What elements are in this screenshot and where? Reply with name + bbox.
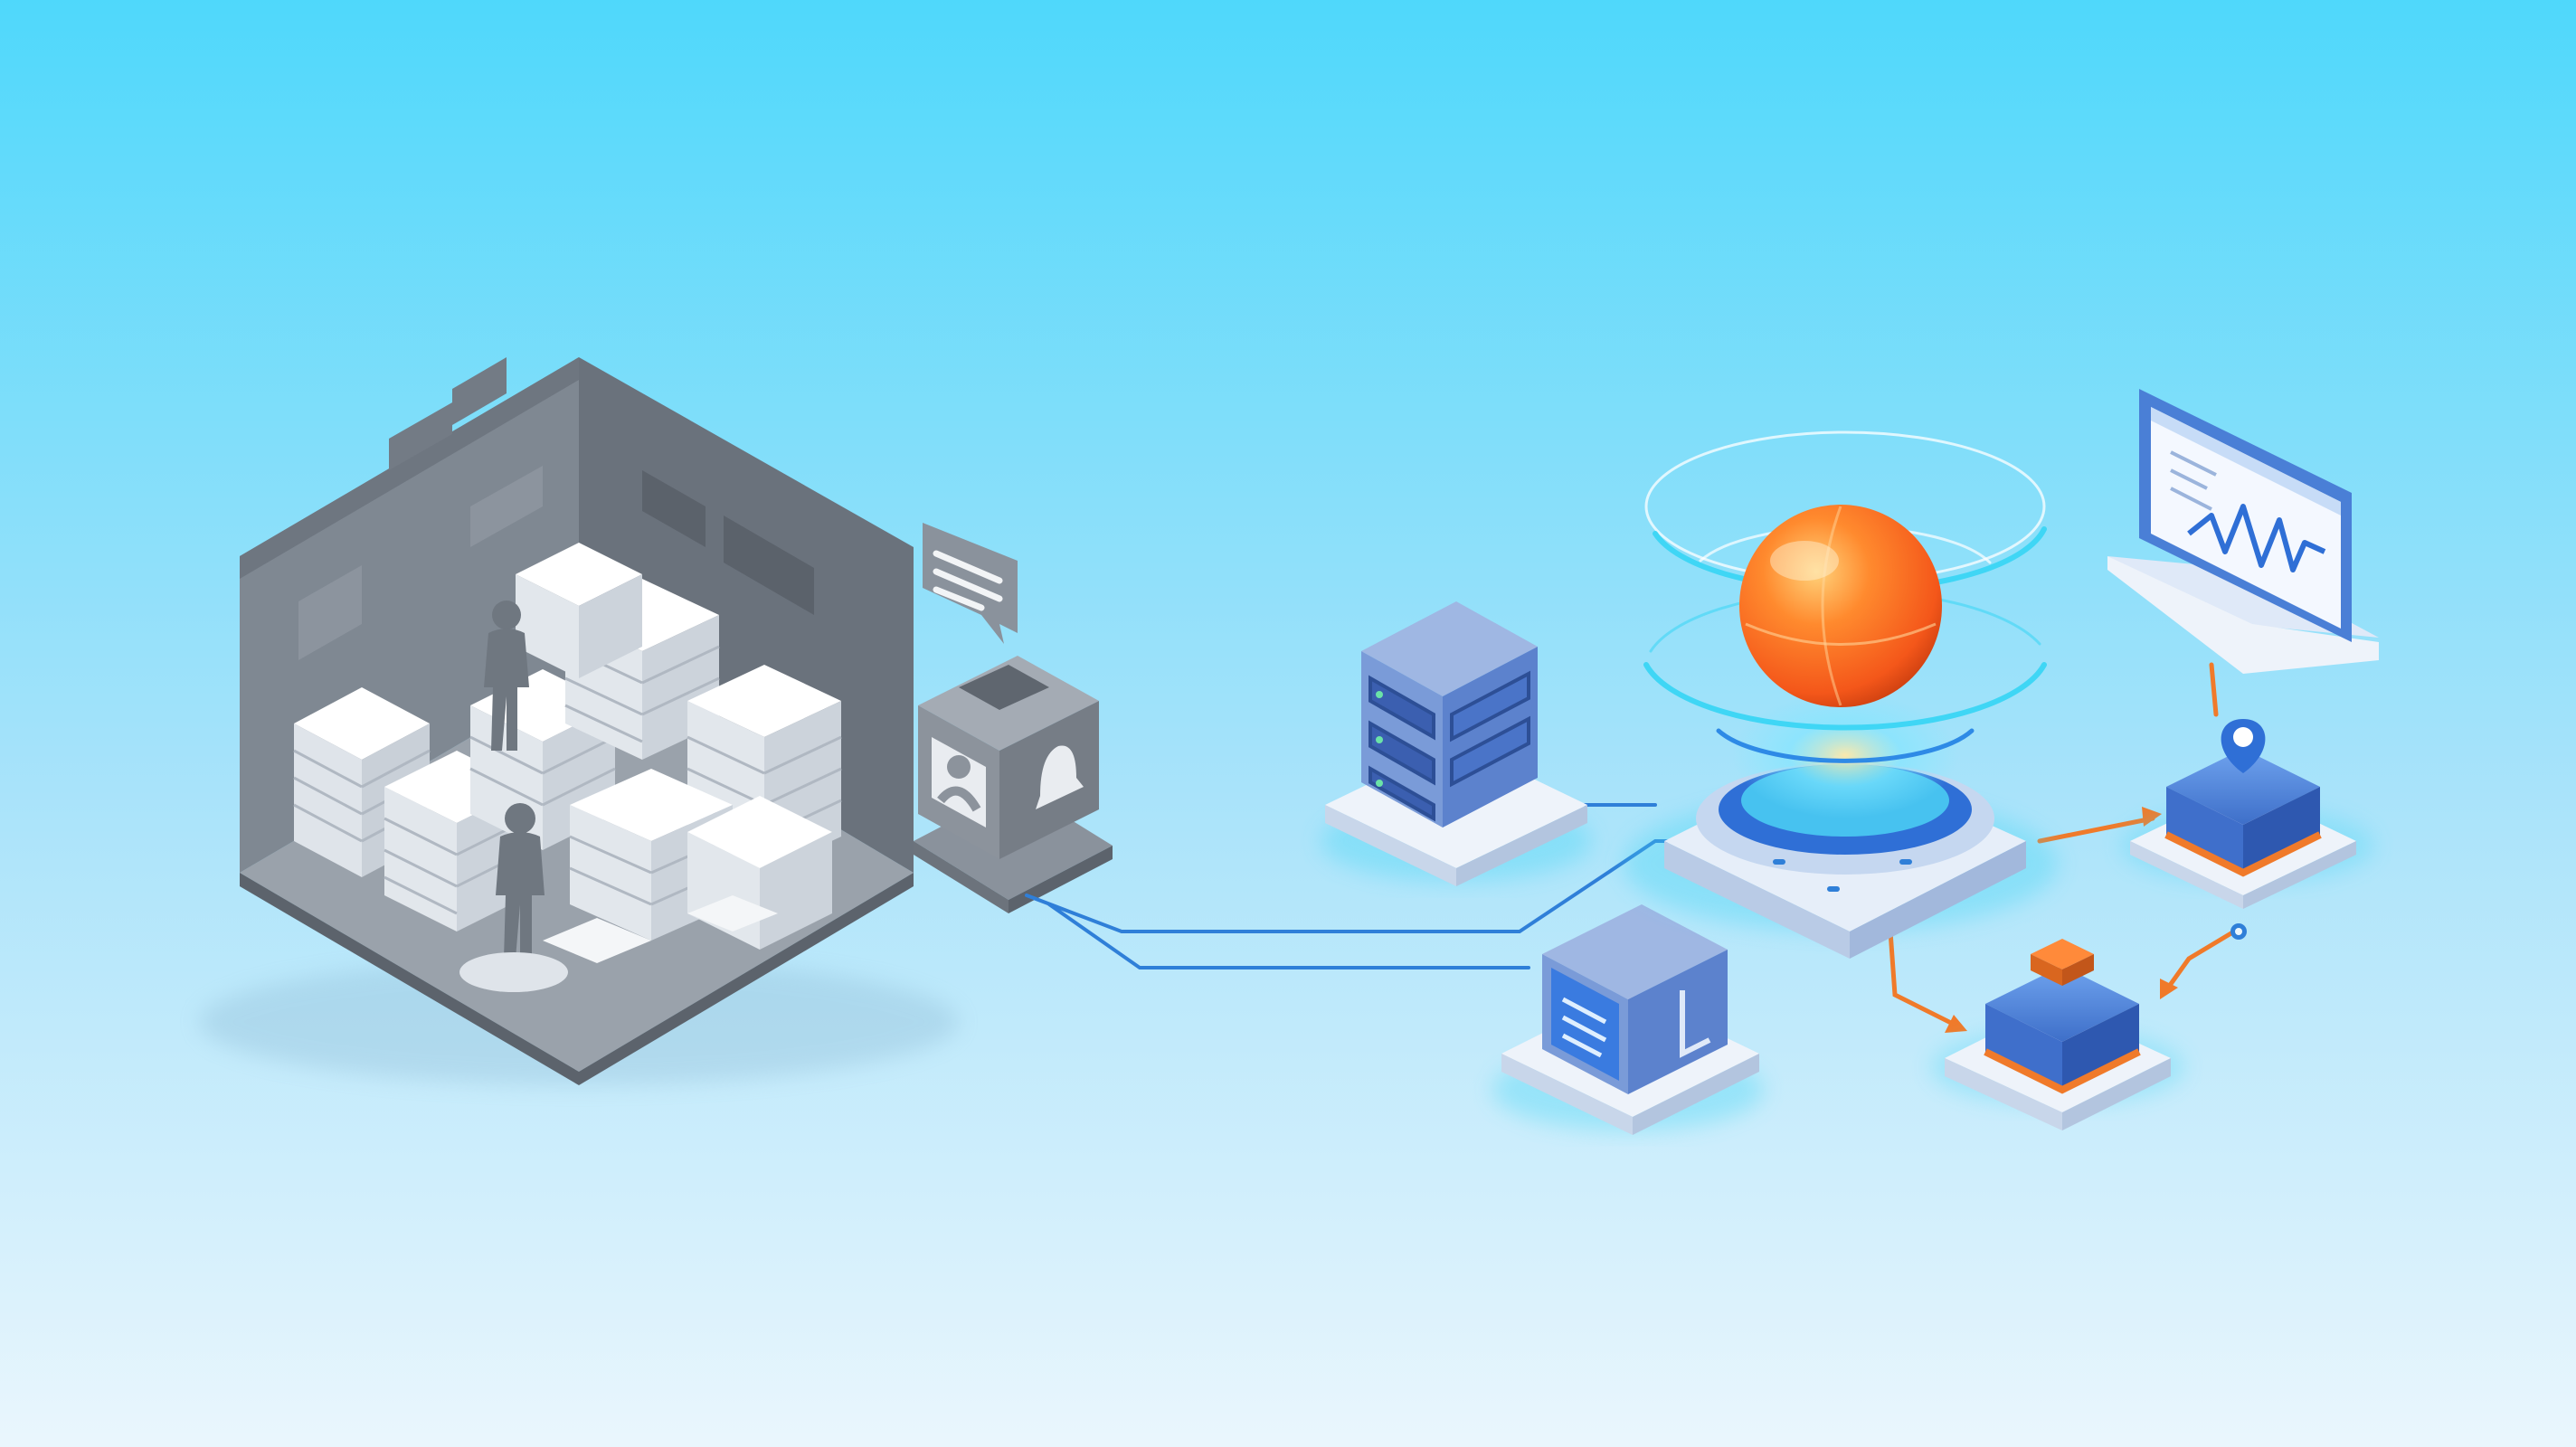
gateway-terminal <box>914 523 1113 913</box>
central-hub <box>1624 692 2058 959</box>
paper-stack-icon <box>293 543 842 963</box>
document-box-icon <box>1492 904 1764 1135</box>
flow-arrows <box>1888 662 2237 1029</box>
chat-bubble-icon <box>923 523 1018 644</box>
location-pin-icon <box>2221 719 2266 773</box>
person-figure-icon <box>459 601 568 992</box>
waveform-monitor-icon <box>2107 389 2379 674</box>
data-block-icon <box>1931 749 2374 1130</box>
orange-sphere-icon <box>1739 505 1942 707</box>
user-profile-icon <box>932 737 986 828</box>
server-rack-icon <box>1321 601 1592 886</box>
bell-icon <box>1036 745 1084 809</box>
